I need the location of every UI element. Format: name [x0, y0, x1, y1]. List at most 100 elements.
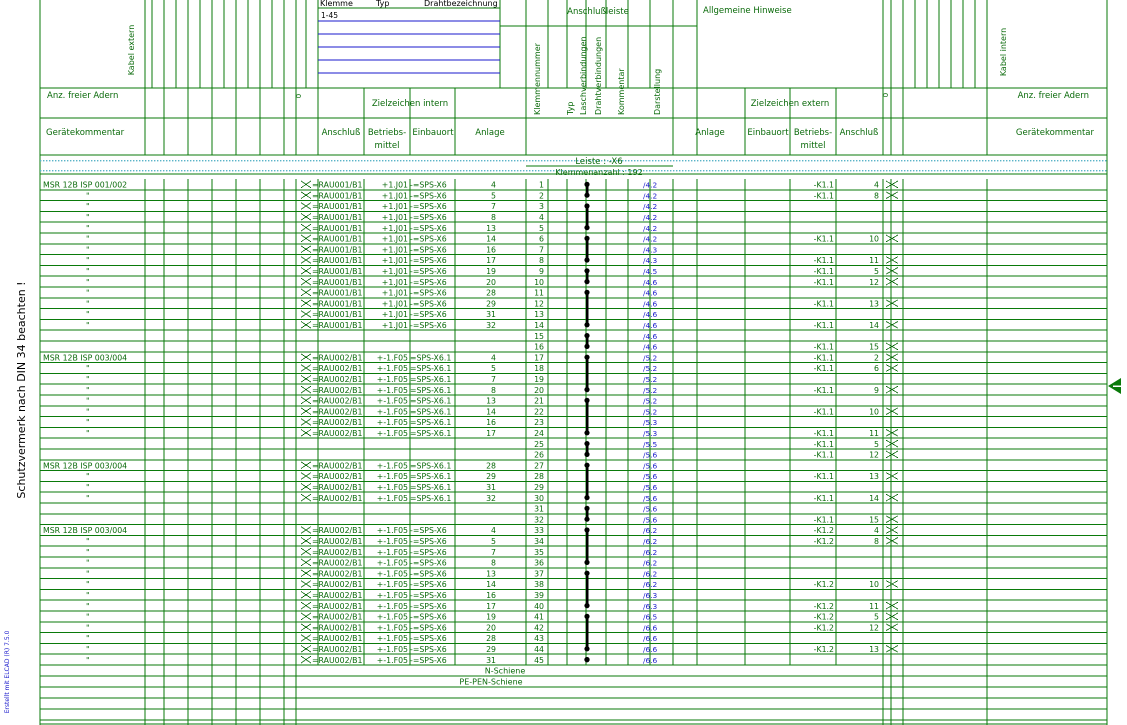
dot — [64, 170, 66, 172]
darstellung-value: /4.2 — [643, 181, 657, 190]
geraete-comment: " — [86, 591, 90, 600]
dot — [613, 160, 615, 162]
darstellung-value: /4.2 — [643, 224, 657, 233]
anlage-value: 14 — [486, 580, 496, 589]
geraete-comment: " — [86, 418, 90, 427]
klemmennummer-value: 18 — [534, 364, 544, 373]
dot — [421, 160, 423, 162]
dot — [172, 170, 174, 172]
dot — [205, 160, 207, 162]
einbauort-value: =SPS-X6.1 — [410, 461, 451, 470]
dot — [412, 170, 414, 172]
dot — [766, 170, 768, 172]
bridge-dot — [584, 268, 590, 274]
geraete-comment: " — [86, 213, 90, 222]
dot — [1105, 170, 1107, 172]
klemmennummer-value: 21 — [534, 397, 544, 406]
dot — [61, 170, 63, 172]
dot — [670, 170, 672, 172]
darstellung-value: /4.6 — [643, 278, 658, 287]
einbauort-value: -=SPS-X6 — [410, 202, 447, 211]
dot — [532, 170, 534, 172]
dot — [892, 160, 894, 162]
dot — [256, 160, 258, 162]
dot — [145, 170, 147, 172]
dot — [928, 170, 930, 172]
darstellung-value: /5.2 — [643, 353, 657, 362]
dot — [541, 170, 543, 172]
anlage-value: 19 — [486, 613, 496, 622]
dot — [607, 160, 609, 162]
geraete-comment: " — [86, 407, 90, 416]
dot — [781, 170, 783, 172]
dot — [1015, 170, 1017, 172]
dot — [646, 160, 648, 162]
dot — [391, 170, 393, 172]
dot — [400, 160, 402, 162]
dot — [631, 160, 633, 162]
betriebsmittel-right-value: -K1.1 — [814, 515, 834, 524]
dot — [511, 170, 513, 172]
dot — [721, 160, 723, 162]
dot — [553, 170, 555, 172]
page-marker-arrow-icon[interactable] — [1108, 378, 1121, 394]
bridge-dot — [584, 505, 590, 511]
dot — [676, 170, 678, 172]
dot — [226, 170, 228, 172]
anschluss-value: =RAU001/B1 — [312, 235, 363, 244]
dot — [64, 160, 66, 162]
geraete-comment: " — [86, 397, 90, 406]
dot — [1069, 160, 1071, 162]
anschluss-left: Anschluß — [322, 128, 361, 138]
dot — [586, 160, 588, 162]
dot — [1093, 170, 1095, 172]
geraete-comment: " — [86, 278, 90, 287]
cross-mark — [300, 461, 312, 469]
dot — [154, 170, 156, 172]
dot — [748, 160, 750, 162]
betriebsmittel-value: +-1.F05 — [377, 461, 408, 470]
klemmennummer-value: 37 — [534, 569, 544, 578]
dot — [160, 160, 162, 162]
klemmennummer-value: 24 — [534, 429, 544, 438]
dot — [838, 170, 840, 172]
dot — [448, 170, 450, 172]
einbauort-value: =SPS-X6.1 — [410, 353, 451, 362]
betriebs-left: Betriebs- — [368, 128, 406, 138]
betriebsmittel-right-value: -K1.1 — [814, 256, 834, 265]
dot — [322, 160, 324, 162]
dot — [526, 160, 528, 162]
dot — [271, 160, 273, 162]
dot — [655, 160, 657, 162]
dot — [109, 160, 111, 162]
darstellung-value: /4.6 — [643, 343, 658, 352]
dot — [142, 160, 144, 162]
dot — [784, 170, 786, 172]
darstellung-value: /5.2 — [643, 386, 657, 395]
dot — [394, 170, 396, 172]
dot — [910, 160, 912, 162]
dot — [946, 160, 948, 162]
einbauort-value: -=SPS-X6 — [410, 321, 447, 330]
cross-mark — [885, 321, 899, 329]
klemmennummer-value: 5 — [539, 224, 544, 233]
betriebsmittel-value: +1.J01 — [382, 181, 408, 190]
dot — [793, 170, 795, 172]
dot — [190, 160, 192, 162]
dot — [1081, 170, 1083, 172]
dot — [664, 170, 666, 172]
dot — [1081, 160, 1083, 162]
darstellung-value: /4.6 — [643, 310, 658, 319]
einbauort-value: -=SPS-X6 — [410, 299, 447, 308]
dot — [880, 170, 882, 172]
dot — [649, 160, 651, 162]
dot — [913, 170, 915, 172]
bridge-dot — [584, 570, 590, 576]
dot — [988, 170, 990, 172]
cross-mark — [300, 375, 312, 383]
dot — [571, 170, 573, 172]
betriebsmittel-value: +-1.F05 — [377, 494, 408, 503]
dot — [442, 160, 444, 162]
dot — [439, 160, 441, 162]
anlage-value: 13 — [486, 224, 496, 233]
